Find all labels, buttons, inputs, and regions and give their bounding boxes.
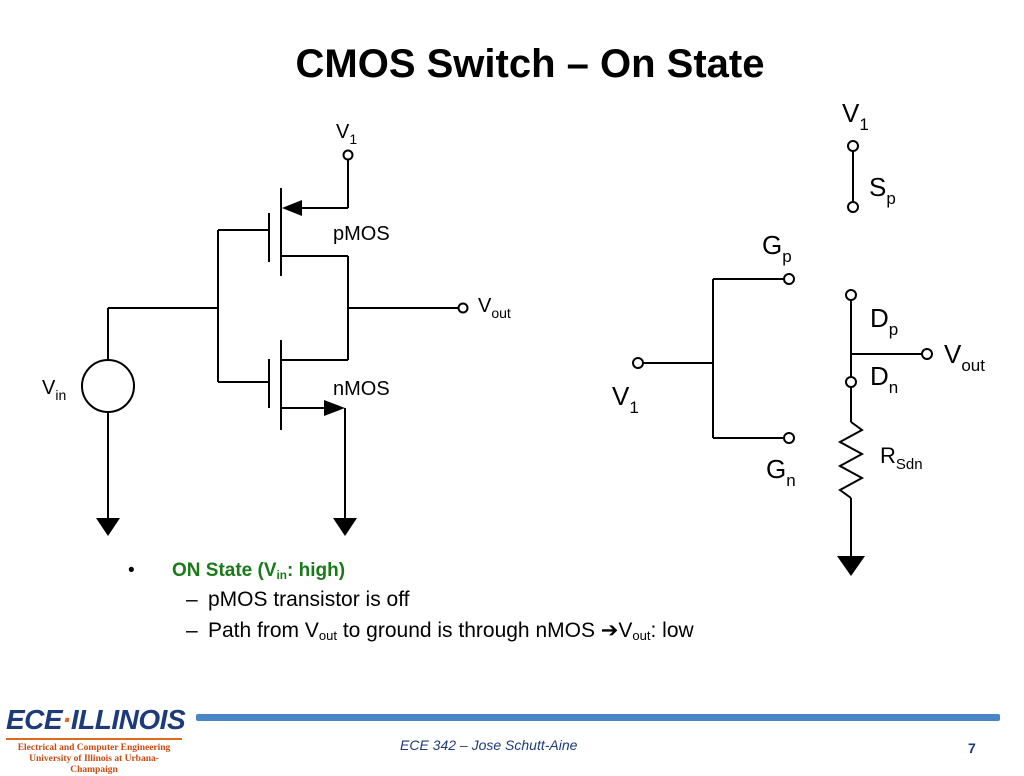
label-sp: Sp (869, 172, 896, 208)
ground-icon (96, 518, 120, 536)
bullet-list: • ON State (Vin: high) –pMOS transistor … (128, 560, 694, 643)
ground-icon (837, 556, 865, 576)
nmos-arrow-icon (324, 400, 345, 416)
left-labels: V1 pMOS nMOS Vout Vin (42, 121, 511, 403)
footer-rule (196, 714, 1000, 721)
label-v1-top: V1 (842, 98, 869, 134)
right-equivalent-circuit (632, 140, 933, 556)
label-v1: V1 (336, 121, 357, 147)
footer-course: ECE 342 – Jose Schutt-Aine (400, 737, 578, 753)
sub-bullet-path: –Path from Vout to ground is through nMO… (186, 619, 694, 643)
label-dn: Dn (870, 361, 898, 397)
slide-title: CMOS Switch – On State (295, 42, 765, 86)
label-dp: Dp (870, 303, 898, 339)
label-vin: Vin (42, 377, 66, 403)
right-arrow-icon: ➔ (600, 619, 619, 642)
logo-subtitle: Electrical and Computer Engineering Univ… (17, 743, 171, 775)
page-number: 7 (968, 740, 976, 756)
label-gp: Gp (762, 230, 792, 266)
label-rsdn: RSdn (880, 443, 923, 473)
right-labels: V1 Sp Gp Dp Vout Dn V1 RSdn Gn (612, 98, 985, 490)
pmos-arrow-icon (282, 200, 302, 216)
right-ground (837, 556, 865, 576)
label-vout-left: Vout (478, 295, 511, 321)
label-vout-right: Vout (944, 339, 985, 375)
logo-underline (6, 738, 182, 740)
sub-bullet-pmos-off: –pMOS transistor is off (186, 588, 410, 611)
label-nmos: nMOS (333, 378, 390, 400)
bullet-dot-icon: • (128, 560, 135, 581)
label-pmos: pMOS (333, 223, 390, 245)
left-arrowheads (96, 200, 357, 536)
ece-illinois-logo: ECE·ILLINOIS (6, 704, 186, 735)
ground-icon (333, 518, 357, 536)
label-gn: Gn (766, 454, 796, 490)
bullet-on-state: • ON State (Vin: high) (128, 560, 346, 582)
left-cmos-circuit (81, 149, 469, 518)
label-v1-left: V1 (612, 381, 639, 417)
